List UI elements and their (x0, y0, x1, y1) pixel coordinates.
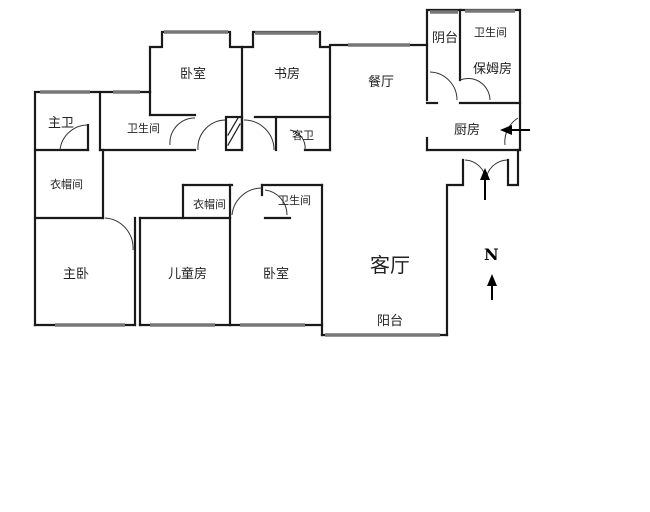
room-bathroom-1: 卫生间 (127, 121, 160, 135)
room-bathroom-2: 卫生间 (278, 193, 311, 207)
room-study: 书房 (274, 66, 300, 82)
room-closet-1: 衣帽间 (50, 177, 83, 191)
room-balcony-top: 阴台 (432, 31, 458, 46)
room-kitchen: 厨房 (454, 122, 480, 138)
compass: N (484, 245, 499, 300)
room-labels: 卧室 书房 餐厅 阴台 卫生间 保姆房 厨房 主卫 卫生间 客卫 衣帽间 衣帽间… (48, 25, 512, 329)
structural-column (224, 115, 244, 152)
room-living: 客厅 (370, 253, 410, 277)
room-dining: 餐厅 (368, 74, 394, 90)
room-bedroom-top: 卧室 (180, 66, 206, 82)
room-bedroom-bottom: 卧室 (263, 266, 289, 282)
entry-arrows (480, 125, 530, 200)
room-kids: 儿童房 (168, 266, 207, 282)
compass-label: N (484, 245, 499, 264)
room-guest-bath: 客卫 (292, 128, 314, 142)
room-maid: 保姆房 (473, 61, 512, 77)
room-master-bedroom: 主卧 (63, 267, 89, 282)
room-bathroom-maid: 卫生间 (474, 25, 507, 39)
walls (33, 8, 522, 337)
room-master-bath: 主卫 (48, 116, 74, 131)
doors (59, 71, 519, 251)
room-closet-2: 衣帽间 (193, 197, 226, 211)
windows (40, 9, 515, 337)
room-balcony-bottom: 阳台 (377, 314, 403, 329)
